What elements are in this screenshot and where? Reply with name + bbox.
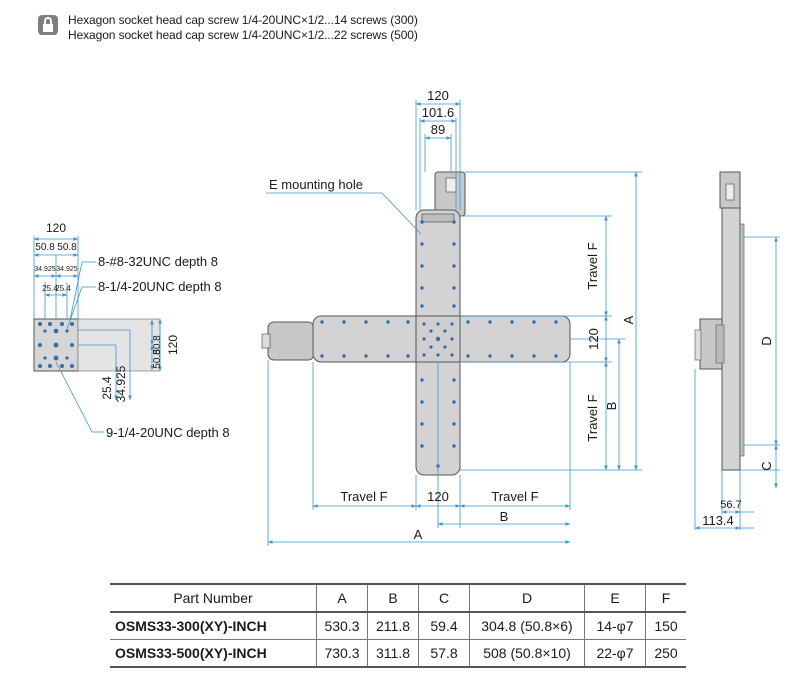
dimension-table: Part Number A B C D E F OSMS33-300(XY)-I… [110, 583, 686, 668]
col-e: E [584, 584, 646, 612]
dim-b-horizontal: B [500, 509, 509, 524]
screw-note-500: Hexagon socket head cap screw 1/4-20UNC×… [68, 28, 418, 42]
detail-dim-25-4-right: 25.4 [55, 284, 71, 293]
detail-dim-120-v: 120 [166, 335, 180, 355]
dim-c: C [759, 461, 774, 470]
screw-note-300: Hexagon socket head cap screw 1/4-20UNC×… [68, 13, 418, 27]
top-view: 120 101.6 89 E mounting hole Travel F Tr… [261, 88, 642, 546]
detail-dim-34-925-left: 34.925 [34, 266, 56, 273]
cell-a: 530.3 [316, 612, 368, 640]
cell-b: 211.8 [367, 612, 419, 640]
dim-a-horizontal: A [414, 527, 423, 542]
cell-a: 730.3 [316, 639, 368, 667]
detail-dim-50-8-right: 50.8 [57, 242, 77, 253]
cell-c: 57.8 [418, 639, 470, 667]
side-view: D C 56.7 113.4 [694, 171, 780, 530]
cell-f: 250 [654, 645, 678, 661]
dim-113-4: 113.4 [702, 513, 734, 528]
lock-icon [38, 15, 58, 35]
stage-holes [320, 220, 558, 468]
table-row: OSMS33-300(XY)-INCH 530.3 211.8 59.4 304… [110, 612, 686, 640]
dim-a-vertical: A [621, 315, 636, 324]
detail-view: 120 50.8 50.8 34.925 34.925 25.4 25.4 50… [33, 221, 230, 440]
cell-e: 14-φ7 [584, 612, 646, 640]
side-rail [721, 207, 741, 471]
mounting-hole-label: E mounting hole [269, 177, 363, 192]
detail-dim-34-925-v: 34.925 [114, 365, 128, 402]
dim-b-vertical: B [604, 402, 619, 411]
detail-dim-50-8-v2: 50.8 [152, 349, 163, 369]
dim-89: 89 [431, 122, 445, 137]
dim-120-vertical: 120 [586, 328, 601, 350]
part-number-cell: OSMS33-500(XY)-INCH [110, 639, 317, 667]
callout-8-32unc: 8-#8-32UNC depth 8 [98, 254, 218, 269]
detail-dim-120: 120 [46, 221, 66, 235]
col-f: F [661, 590, 671, 606]
cell-d: 304.8 (50.8×6) [469, 612, 585, 640]
detail-dim-34-925-right: 34.925 [56, 266, 78, 273]
col-c: C [418, 584, 470, 612]
detail-dim-25-4-v: 25.4 [100, 376, 114, 400]
detail-dim-25-4-left: 25.4 [42, 284, 58, 293]
cell-f: 150 [654, 618, 678, 634]
col-b: B [367, 584, 419, 612]
cell-b: 311.8 [367, 639, 419, 667]
dim-d: D [759, 336, 774, 345]
travel-y-bottom-label: Travel F [585, 394, 600, 441]
cell-d: 508 (50.8×10) [469, 639, 585, 667]
dim-120-top: 120 [427, 88, 449, 103]
detail-holes [38, 322, 74, 368]
table-header-row: Part Number A B C D E F [110, 584, 686, 612]
travel-x-right-label: Travel F [491, 489, 538, 504]
travel-x-left-label: Travel F [340, 489, 387, 504]
stage-drawing: 120 50.8 50.8 34.925 34.925 25.4 25.4 50… [33, 88, 780, 546]
dim-120-horizontal: 120 [427, 489, 449, 504]
detail-dim-50-8-v1: 50.8 [152, 335, 163, 355]
cell-e: 22-φ7 [584, 639, 646, 667]
dim-56-7: 56.7 [720, 499, 741, 511]
cell-c: 59.4 [418, 612, 470, 640]
table-row: OSMS33-500(XY)-INCH 730.3 311.8 57.8 508… [110, 639, 686, 667]
col-part-number: Part Number [110, 584, 317, 612]
callout-8-1-4-20unc: 8-1/4-20UNC depth 8 [98, 279, 222, 294]
dim-101-6: 101.6 [422, 105, 455, 120]
travel-y-top-label: Travel F [585, 242, 600, 289]
callout-9-1-4-20unc: 9-1/4-20UNC depth 8 [106, 425, 230, 440]
x-motor [267, 321, 315, 361]
col-d: D [469, 584, 585, 612]
col-a: A [316, 584, 368, 612]
part-number-cell: OSMS33-300(XY)-INCH [110, 612, 317, 640]
detail-dim-50-8-left: 50.8 [35, 242, 55, 253]
